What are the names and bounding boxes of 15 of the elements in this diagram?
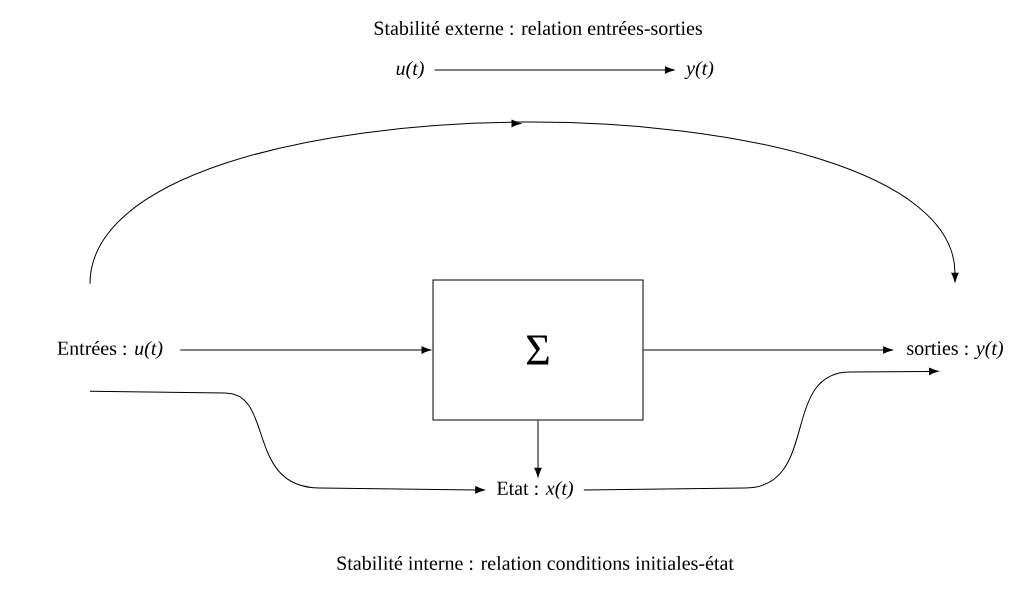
caption-text: Stabilité interne : relation conditions initiales-état — [337, 555, 734, 571]
output-label: sorties : y(t) — [907, 340, 1003, 360]
input-signal: u(t) — [396, 60, 424, 80]
arrow — [179, 346, 431, 354]
arrow — [89, 390, 485, 494]
state-label: Etat : x(t) — [497, 480, 573, 500]
arrow — [89, 119, 959, 285]
arrow — [534, 420, 542, 478]
arrow — [643, 346, 893, 354]
output-signal: y(t) — [684, 60, 714, 80]
caption-text: Stabilité externe : relation entrées-sorties — [374, 20, 702, 36]
arrow — [434, 66, 675, 74]
input-label: Entrées : u(t) — [57, 340, 163, 360]
system-box: Σ — [432, 279, 644, 421]
arrow — [583, 367, 939, 491]
